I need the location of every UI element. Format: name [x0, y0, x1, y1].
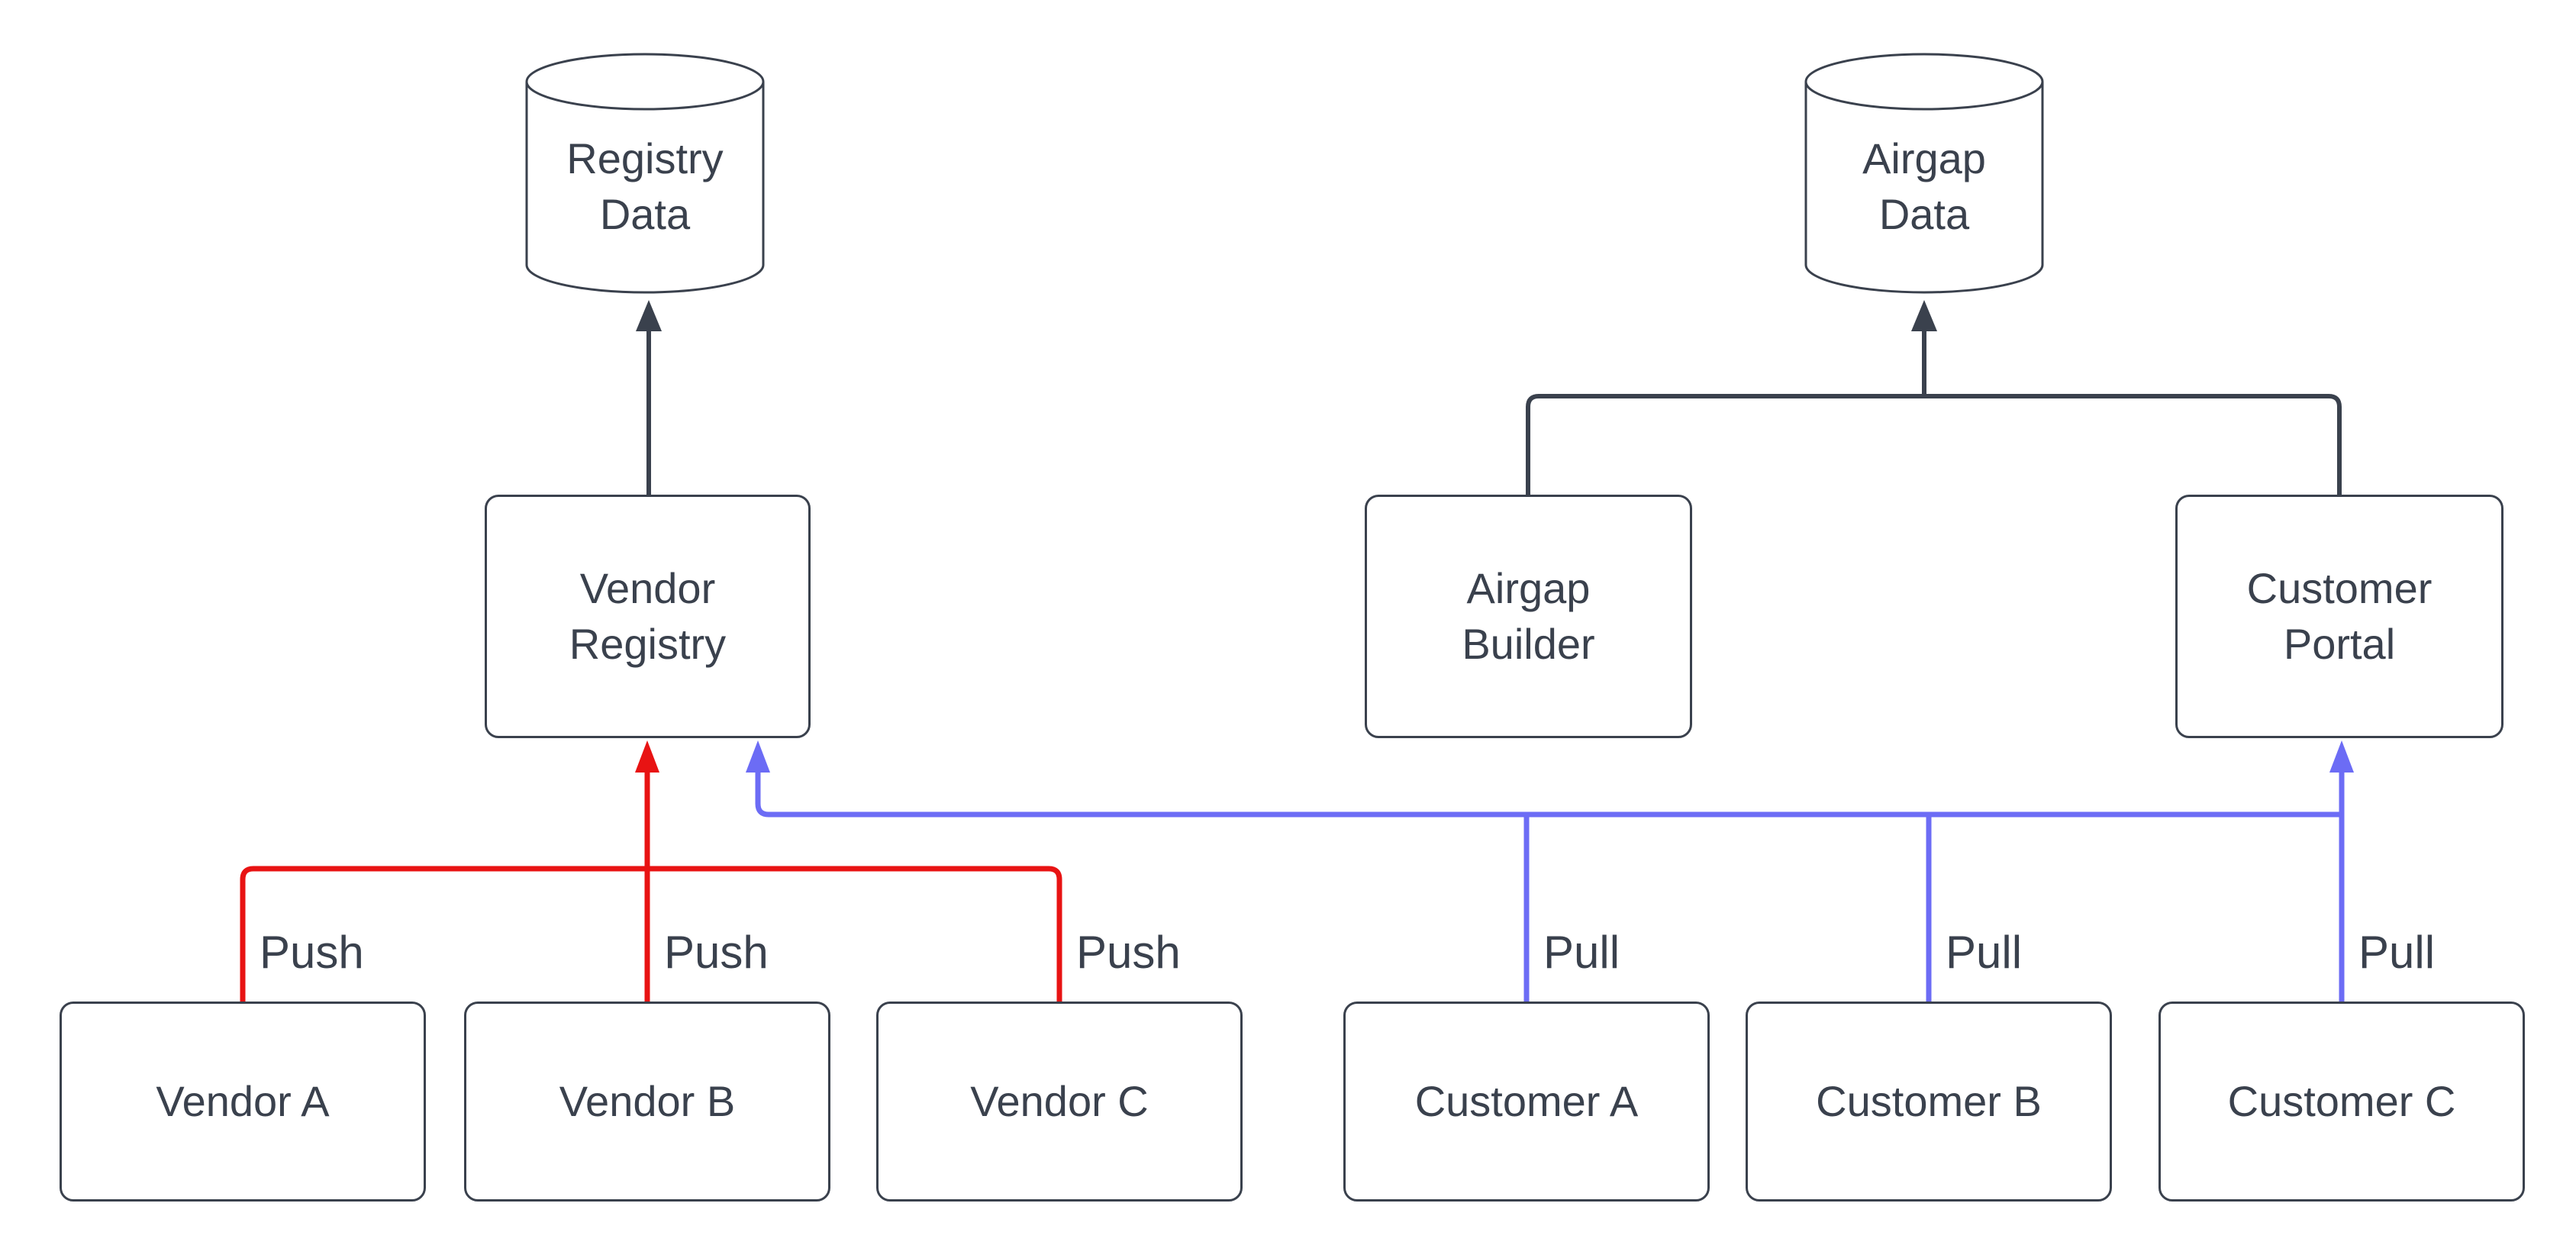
pull-label-customer-a: Pull — [1543, 927, 1620, 978]
vendor-a-node: Vendor A — [60, 1002, 426, 1202]
registry-data-cylinder-body — [525, 82, 765, 294]
customer-c-node: Customer C — [2158, 1002, 2525, 1202]
arrowhead-pull-vendor-registry — [746, 740, 770, 773]
edge-builder-portal-merge — [1526, 394, 2342, 495]
registry-data-label: Registry Data — [566, 134, 724, 238]
arrowhead-push-vendor-registry — [635, 740, 659, 773]
registry-data-cylinder-top — [525, 53, 765, 111]
push-label-vendor-b: Push — [664, 927, 769, 978]
edge-push-trunk — [240, 866, 1062, 1002]
customer-a-node: Customer A — [1343, 1002, 1710, 1202]
vendor-c-node: Vendor C — [876, 1002, 1243, 1202]
vendor-b-node: Vendor B — [464, 1002, 830, 1202]
pull-label-customer-b: Pull — [1946, 927, 2023, 978]
airgap-data-cylinder-top — [1804, 53, 2044, 111]
arrowhead-pull-customer-portal — [2329, 740, 2354, 773]
push-label-vendor-c: Push — [1076, 927, 1181, 978]
push-label-vendor-a: Push — [260, 927, 364, 978]
airgap-data-cylinder-body — [1804, 82, 2044, 294]
arrowhead-registry-data — [636, 300, 662, 331]
arrowhead-airgap-data — [1911, 300, 1937, 331]
airgap-data-label: Airgap Data — [1862, 134, 1986, 238]
airgap-builder-node: Airgap Builder — [1365, 495, 1692, 738]
edge-pull-trunk — [755, 773, 2342, 818]
customer-portal-node: Customer Portal — [2175, 495, 2503, 738]
vendor-registry-node: Vendor Registry — [485, 495, 811, 738]
pull-label-customer-c: Pull — [2358, 927, 2436, 978]
customer-b-node: Customer B — [1746, 1002, 2112, 1202]
